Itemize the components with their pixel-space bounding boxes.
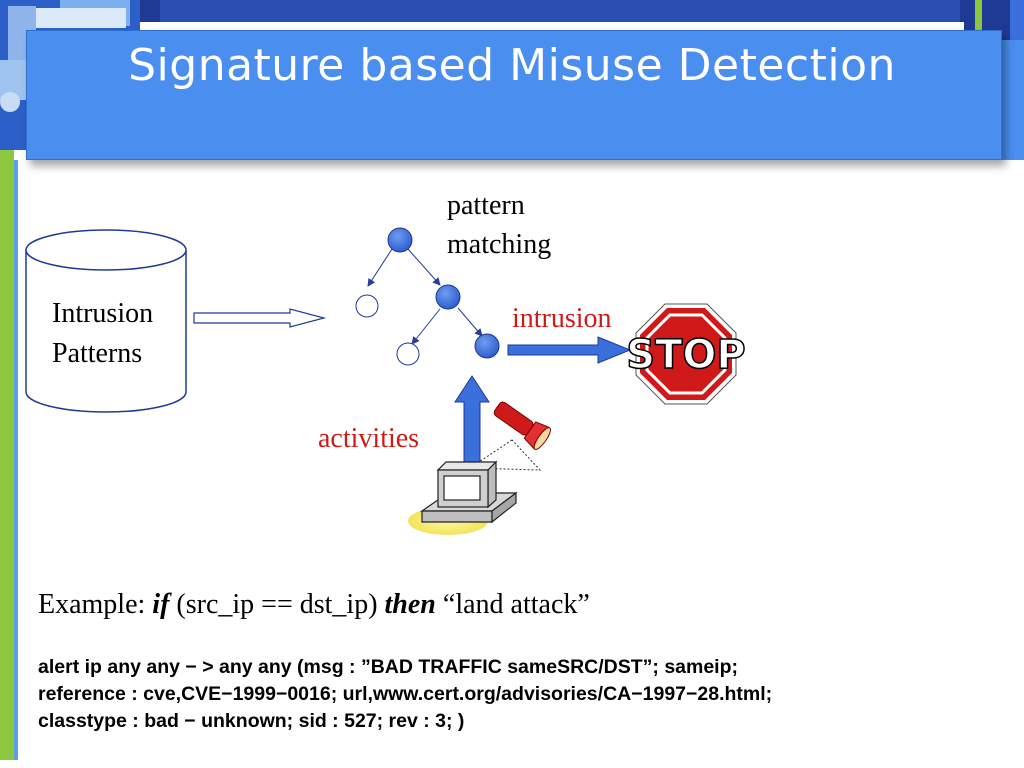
flashlight-icon — [468, 401, 551, 471]
if-keyword: if — [152, 589, 170, 620]
computer-screen — [443, 475, 481, 501]
pattern-node-root — [387, 227, 413, 253]
database-label-line1: Intrusion — [52, 298, 154, 329]
pattern-node-empty — [396, 342, 420, 366]
pattern-label-line1: pattern — [447, 190, 525, 221]
intrusion-arrow-icon — [507, 336, 632, 364]
green-top-stripe — [975, 0, 982, 30]
slide-title: Signature based Misuse Detection — [128, 40, 896, 91]
pattern-label-line2: matching — [447, 229, 552, 260]
rule-line: reference : cve,CVE−1999−0016; url,www.c… — [38, 683, 773, 705]
stop-sign-text: STOP — [626, 332, 745, 378]
activities-label: activities — [318, 423, 420, 454]
pattern-node-matched — [435, 284, 461, 310]
example-prefix: Example: — [38, 589, 153, 620]
example-line: Example: if (src_ip == dst_ip) then “lan… — [38, 589, 590, 621]
tree-edges — [367, 248, 483, 345]
then-keyword: then — [384, 589, 436, 620]
hollow-arrow-icon — [193, 308, 327, 328]
example-condition: (src_ip == dst_ip) — [169, 589, 385, 620]
intrusion-label: intrusion — [512, 303, 612, 334]
database-cylinder — [25, 229, 187, 413]
computer-icon — [408, 460, 518, 535]
pattern-node-leaf — [474, 333, 500, 359]
title-bar — [26, 30, 1002, 160]
activities-arrow-icon — [454, 375, 490, 471]
example-result: “land attack” — [435, 589, 590, 620]
stop-sign-icon: STOP — [626, 303, 746, 405]
rule-line: alert ip any any − > any any (msg : ”BAD… — [38, 656, 739, 678]
pattern-node-empty — [355, 294, 379, 318]
rule-line: classtype : bad − unknown; sid : 527; re… — [38, 710, 465, 732]
green-side-stripe — [0, 140, 14, 760]
rule-block: alert ip any any − > any any (msg : ”BAD… — [38, 654, 772, 735]
database-label-line2: Patterns — [52, 338, 143, 369]
